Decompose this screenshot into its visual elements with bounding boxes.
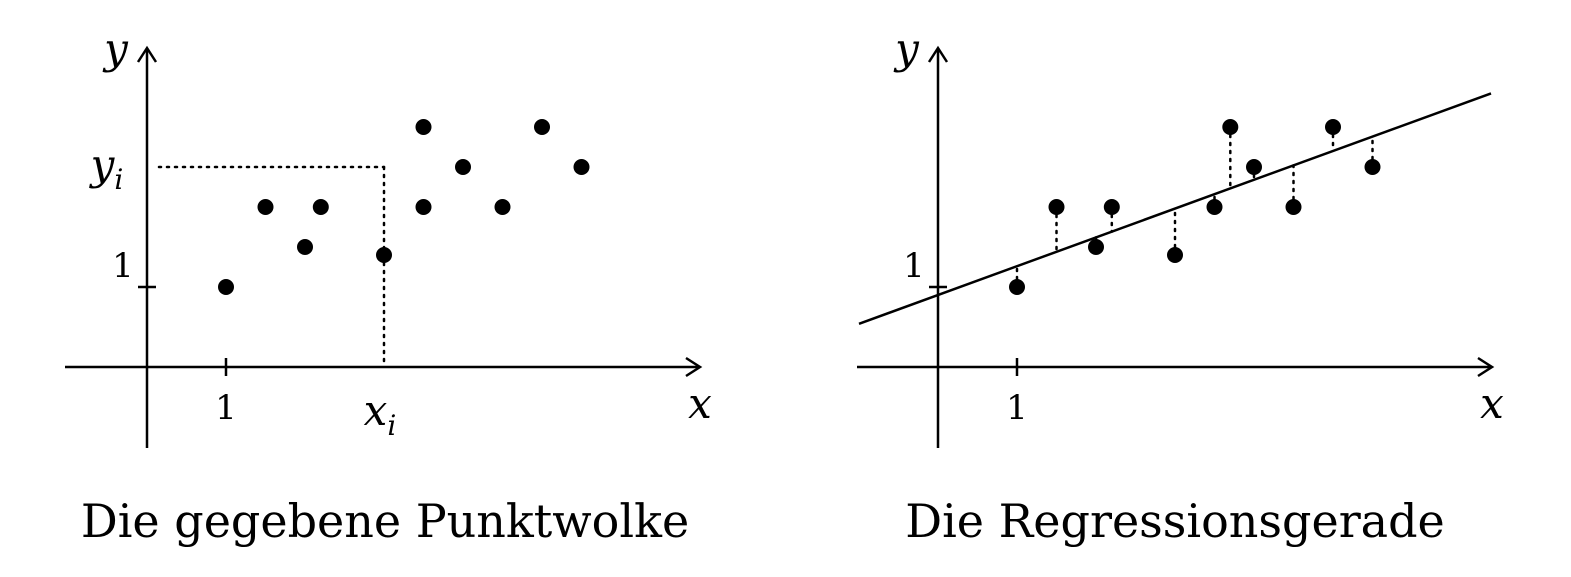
panel-caption: Die gegebene Punktwolke	[81, 494, 689, 548]
data-point-3	[312, 199, 329, 215]
data-point-9	[534, 119, 550, 135]
data-point-4	[376, 247, 392, 263]
data-point-7	[1246, 159, 1262, 175]
y-tick-label: 1	[903, 246, 925, 286]
xi-label: xi	[364, 386, 397, 442]
y-tick-label: 1	[112, 246, 134, 286]
xi-subscript: i	[387, 409, 396, 442]
data-point-0	[218, 279, 234, 295]
x-tick-label: 1	[1006, 388, 1028, 428]
panel-caption: Die Regressionsgerade	[905, 494, 1445, 548]
data-point-10	[1364, 159, 1381, 175]
y-axis-arrow	[136, 45, 158, 63]
data-point-4	[1167, 247, 1183, 263]
data-point-2	[297, 239, 313, 255]
data-point-7	[455, 159, 471, 175]
y-axis-arrow	[927, 45, 949, 63]
x-axis-arrow	[685, 356, 703, 378]
yi-subscript: i	[114, 163, 123, 196]
y-axis-label: y	[102, 24, 129, 73]
data-point-5	[415, 119, 432, 135]
y-axis-label: y	[893, 24, 920, 73]
data-point-8	[494, 199, 511, 215]
x-axis-label: x	[688, 379, 712, 428]
data-point-10	[573, 159, 590, 175]
yi-label: yi	[89, 140, 124, 196]
data-point-2	[1088, 239, 1104, 255]
data-point-1	[1048, 199, 1065, 215]
x-axis-label: x	[1480, 379, 1504, 428]
data-point-9	[1325, 119, 1341, 135]
data-point-8	[1285, 199, 1302, 215]
data-point-3	[1103, 199, 1120, 215]
data-point-6	[415, 199, 432, 215]
data-point-6	[1222, 119, 1239, 135]
data-point-1	[257, 199, 274, 215]
data-point-0	[1009, 279, 1025, 295]
regression-line	[858, 92, 1492, 325]
data-point-5	[1206, 199, 1223, 215]
x-axis-arrow	[1477, 356, 1495, 378]
x-tick-label: 1	[215, 388, 237, 428]
